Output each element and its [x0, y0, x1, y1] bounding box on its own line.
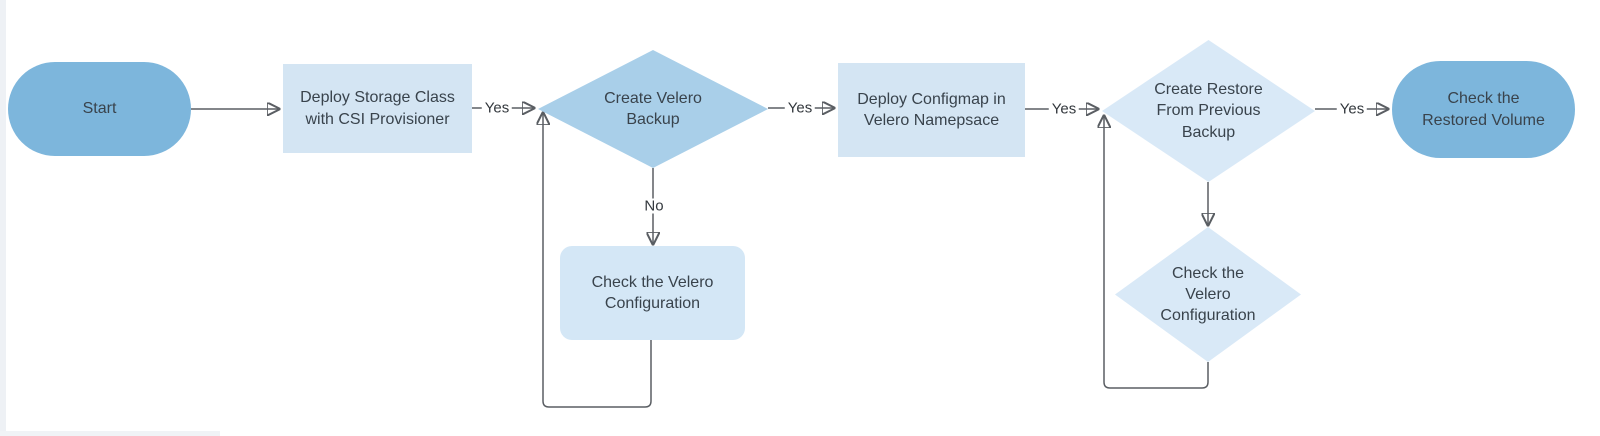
node-create-restore-from-previous-backup: Create Restore From Previous Backup — [1102, 40, 1315, 182]
node-deploy-configmap-label: Deploy Configmap in Velero Namepsace — [857, 90, 1006, 129]
node-create-velero-backup-label: Create Velero Backup — [604, 89, 702, 128]
node-start: Start — [8, 62, 191, 156]
node-create-restore-label: Create Restore From Previous Backup — [1154, 81, 1263, 141]
node-start-label: Start — [82, 100, 117, 118]
edge-label-yes-deploy-configmap: Yes — [1048, 101, 1080, 117]
node-check-velero-configuration-box-label: Check the Velero Configuration — [591, 273, 714, 312]
node-deploy-storage-class-label: Deploy Storage Class with CSI Provisione… — [300, 89, 455, 128]
node-deploy-storage-class: Deploy Storage Class with CSI Provisione… — [283, 64, 472, 153]
node-create-velero-backup: Create Velero Backup — [538, 50, 768, 168]
node-check-restored-volume-label: Check the Restored Volume — [1422, 90, 1545, 129]
node-check-velero-configuration-box: Check the Velero Configuration — [560, 246, 745, 340]
edge-label-yes-create-restore: Yes — [1336, 101, 1368, 117]
page-edge-bottom — [0, 431, 220, 436]
edge-label-yes-deploy-storage: Yes — [481, 100, 513, 116]
node-check-velero-configuration-diamond-label: Check the Velero Configuration — [1160, 264, 1256, 325]
node-deploy-configmap: Deploy Configmap in Velero Namepsace — [838, 63, 1025, 157]
node-check-restored-volume: Check the Restored Volume — [1392, 61, 1575, 158]
edge-label-yes-create-backup: Yes — [784, 100, 816, 116]
edge-label-no-create-backup: No — [641, 198, 667, 214]
page-edge-left — [0, 0, 6, 436]
node-check-velero-configuration-diamond: Check the Velero Configuration — [1115, 227, 1301, 362]
